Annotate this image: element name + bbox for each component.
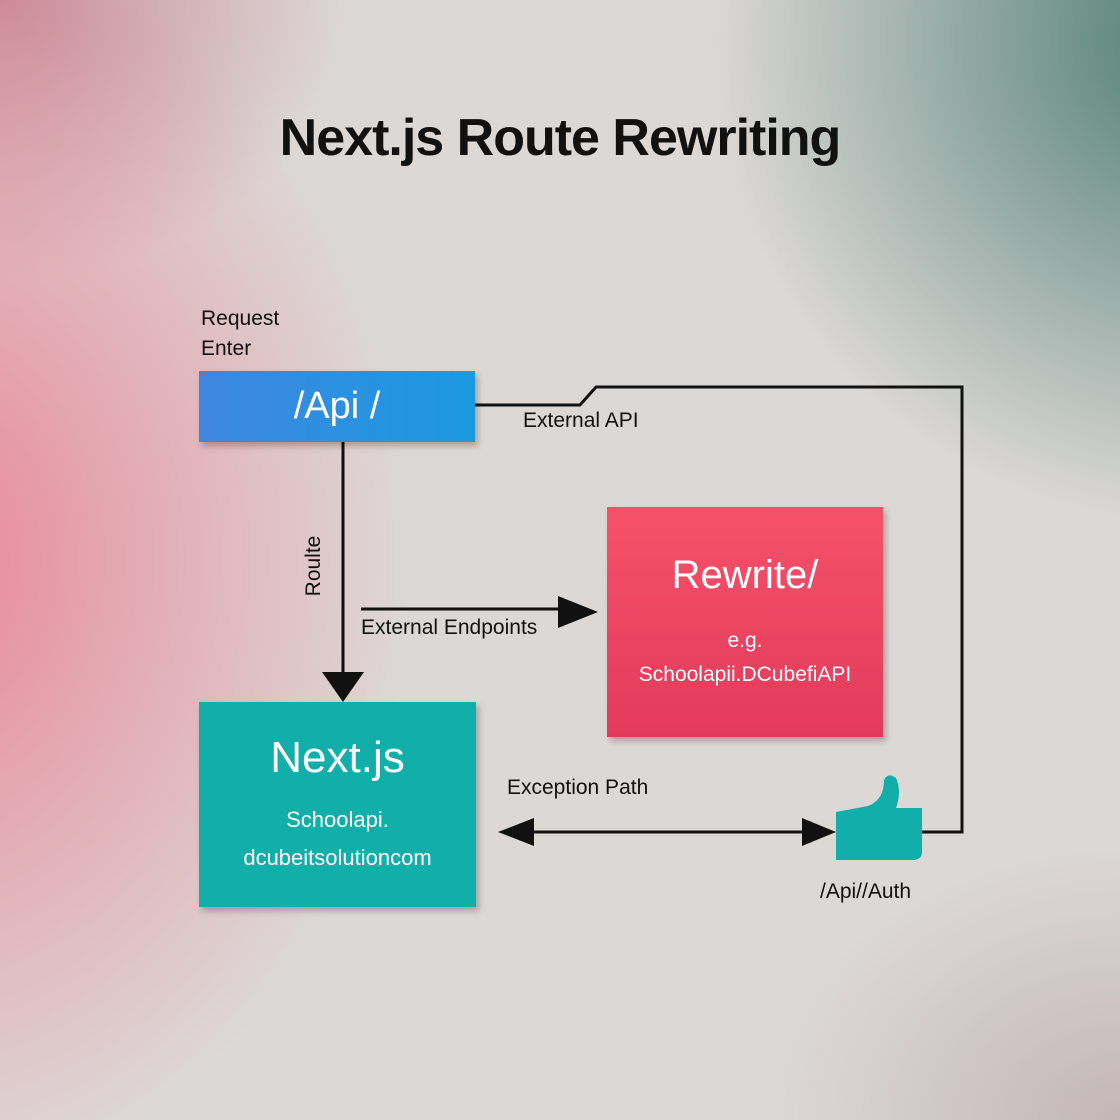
rewrite-node-example: e.g. — [727, 628, 763, 652]
api-node-label: /Api / — [293, 385, 381, 427]
nextjs-node-domain-line2: dcubeitsolutioncom — [243, 844, 432, 870]
nextjs-node-title: Next.js — [270, 732, 405, 782]
exception-path-arrowhead-right — [802, 818, 836, 846]
api-auth-label: /Api//Auth — [820, 880, 912, 903]
diagram-title: Next.js Route Rewriting — [279, 109, 842, 167]
nextjs-node-domain-line1: Schoolapi. — [286, 806, 389, 832]
route-arrowhead — [322, 672, 364, 702]
nextjs-node: Next.js Schoolapi. dcubeitsolutioncom — [199, 702, 476, 907]
rewrite-node-endpoint: Schoolapii.DCubefiAPI — [638, 662, 852, 686]
thumbs-up-icon — [836, 775, 922, 860]
exception-path-label: Exception Path — [507, 776, 649, 799]
exception-path-arrowhead-left — [498, 818, 534, 846]
rewrite-node: Rewrite/ e.g. Schoolapii.DCubefiAPI — [607, 507, 883, 737]
external-api-connector — [466, 385, 964, 834]
external-endpoints-label: External Endpoints — [361, 616, 538, 639]
request-label-line1: Request — [201, 307, 280, 330]
api-node: /Api / — [199, 371, 475, 442]
external-endpoints-arrowhead — [558, 596, 598, 628]
route-label: Roulte — [302, 535, 325, 597]
rewrite-node-title: Rewrite/ — [671, 552, 819, 597]
external-api-label: External API — [523, 409, 639, 432]
request-label-line2: Enter — [201, 337, 252, 360]
